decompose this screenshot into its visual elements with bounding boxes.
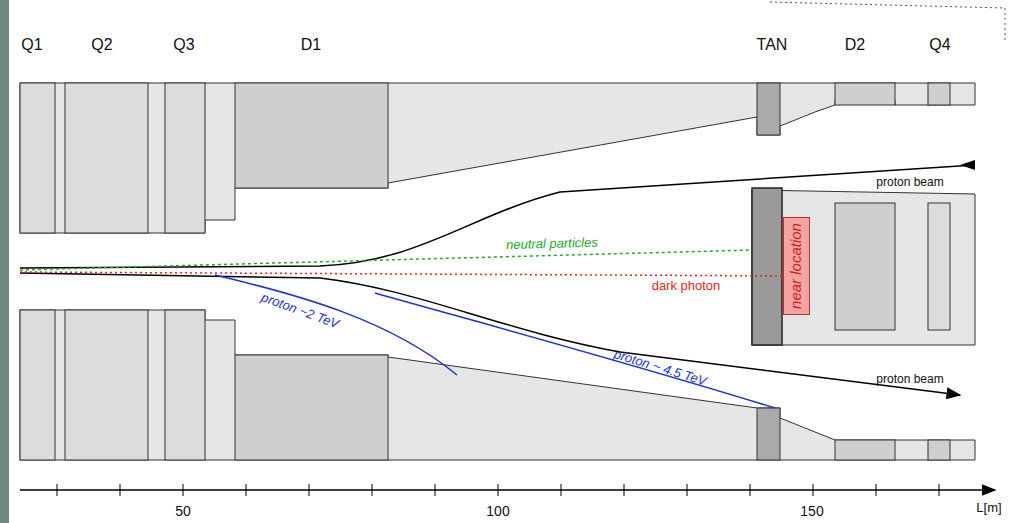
beam-label: dark photon [652, 279, 721, 293]
axis-number: 150 [800, 504, 823, 519]
axis-tick [561, 484, 562, 496]
upper-beam [20, 165, 975, 268]
beam-label: proton beam [876, 373, 943, 386]
axis-tick [498, 484, 499, 496]
axis [20, 489, 995, 491]
dark-photon-line [20, 272, 795, 276]
neutral-line [20, 250, 752, 270]
axis-tick [876, 484, 877, 496]
beam-label: proton ~2 TeV [259, 290, 341, 331]
magnet-label: Q4 [929, 36, 950, 54]
axis-tick [246, 484, 247, 496]
location-label: near location [788, 223, 805, 309]
axis-tick [624, 484, 625, 496]
beam-label: proton ~ 4.5 TeV [612, 347, 708, 389]
axis-number: 100 [486, 504, 509, 519]
proton-45tev [375, 293, 775, 408]
axis-tick [183, 484, 184, 496]
axis-number: 50 [175, 504, 191, 519]
magnet-label: TAN [757, 36, 788, 54]
magnet-label: D1 [301, 36, 321, 54]
beam-label: neutral particles [506, 236, 598, 253]
magnet-label: Q2 [91, 36, 112, 54]
dotted-callout [770, 2, 1005, 40]
axis-tick [57, 484, 58, 496]
axis-tick [309, 484, 310, 496]
axis-tick [372, 484, 373, 496]
middle-region [752, 190, 975, 345]
tan-absorber [752, 188, 782, 345]
magnet-label: D2 [845, 36, 865, 54]
axis-tick [120, 484, 121, 496]
axis-tick [750, 484, 751, 496]
axis-tick [813, 484, 814, 496]
beam-label: proton beam [876, 176, 943, 189]
proton-2tev [215, 275, 457, 375]
detector-location: near location [783, 217, 810, 315]
magnet-label: Q3 [173, 36, 194, 54]
lower-beam [20, 273, 960, 395]
axis-tick [687, 484, 688, 496]
photo-strip [0, 0, 9, 523]
axis-tick [435, 484, 436, 496]
magnet-label: Q1 [21, 36, 42, 54]
axis-tick [939, 484, 940, 496]
beam-label: L[m] [976, 501, 1001, 515]
